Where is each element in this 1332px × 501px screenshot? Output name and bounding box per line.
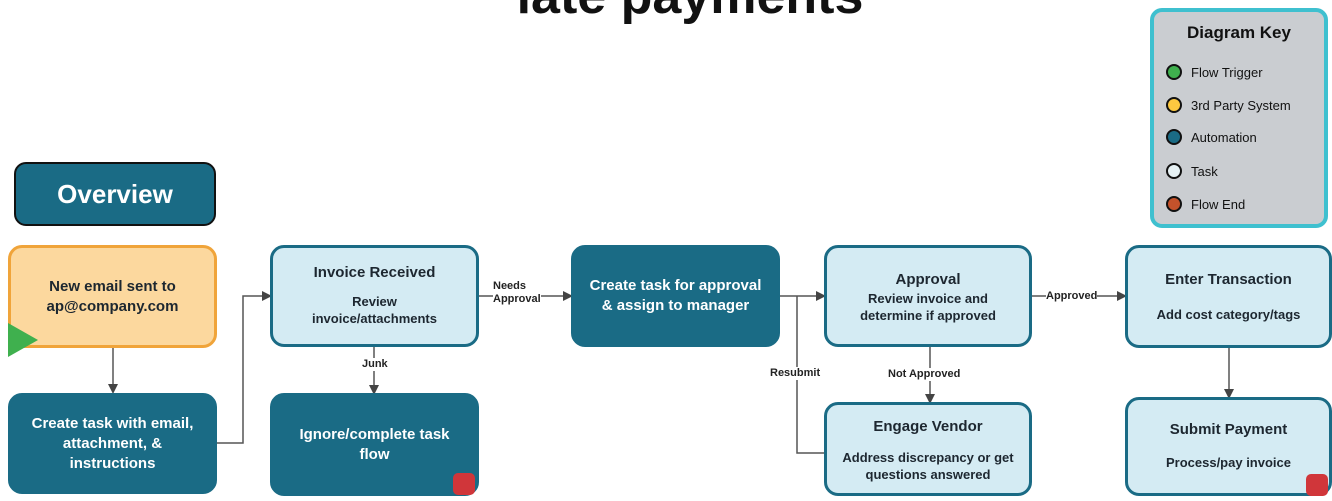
node-invoice-sub: Review invoice/attachments [312,294,437,326]
node-create-task-text: Create task with email, attachment, & in… [31,414,194,472]
flow-end-icon [453,473,475,495]
node-engage-sub: Address discrepancy or get questions ans… [842,450,1014,482]
node-engage-vendor[interactable]: Engage Vendor Address discrepancy or get… [824,402,1032,496]
yellow-circle-icon [1166,97,1182,113]
edge-label-not-approved: Not Approved [888,368,961,381]
overview-label: Overview [57,178,173,209]
key-item-flow-trigger: Flow Trigger [1166,64,1263,80]
key-item-task: Task [1166,163,1218,179]
node-approval[interactable]: Approval Review invoice and determine if… [824,245,1032,347]
edge-label-approved: Approved [1046,290,1098,303]
node-new-email-text: New email sent to ap@company.com [46,277,179,315]
edge-label-junk: Junk [362,358,388,371]
node-new-email[interactable]: New email sent to ap@company.com [8,245,217,348]
key-item-flow-end: Flow End [1166,196,1245,212]
edge-resubmit [796,296,824,454]
blue-circle-icon [1166,129,1182,145]
node-enter-sub: Add cost category/tags [1156,307,1301,322]
node-ignore-text: Ignore/complete task flow [299,425,450,463]
overview-button[interactable]: Overview [14,162,216,226]
node-ignore[interactable]: Ignore/complete task flow [270,393,479,496]
node-approval-task[interactable]: Create task for approval & assign to man… [571,245,780,347]
node-submit-payment[interactable]: Submit Payment Process/pay invoice [1125,397,1332,496]
edge-label-needs-approval: Needs Approval [493,280,541,306]
flow-end-icon [1306,474,1328,496]
node-approval-task-text: Create task for approval & assign to man… [589,277,762,314]
diagram-title: late payments [380,0,1000,26]
node-create-task[interactable]: Create task with email, attachment, & in… [8,393,217,494]
node-approval-title: Approval [895,271,961,288]
edge-label-resubmit: Resubmit [770,367,821,380]
node-enter-transaction[interactable]: Enter Transaction Add cost category/tags [1125,245,1332,348]
key-item-automation: Automation [1166,129,1257,145]
red-circle-icon [1166,196,1182,212]
node-enter-title: Enter Transaction [1165,271,1292,288]
node-invoice-received[interactable]: Invoice Received Review invoice/attachme… [270,245,479,347]
diagram-key: Diagram Key Flow Trigger 3rd Party Syste… [1150,8,1328,228]
node-submit-title: Submit Payment [1169,421,1288,438]
node-invoice-title: Invoice Received [313,264,436,281]
node-submit-sub: Process/pay invoice [1165,455,1291,470]
node-engage-title: Engage Vendor [873,418,983,435]
key-title: Diagram Key [1187,23,1291,42]
flow-start-icon [8,323,38,357]
edge-task-to-invoice [216,291,272,444]
node-approval-sub: Review invoice and determine if approved [860,291,996,323]
key-item-3rd-party: 3rd Party System [1166,97,1291,113]
green-circle-icon [1166,64,1182,80]
white-circle-icon [1166,163,1182,179]
